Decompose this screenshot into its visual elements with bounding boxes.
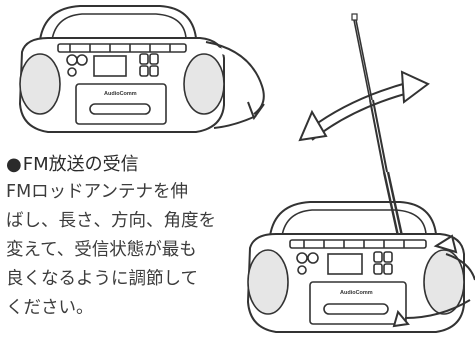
boombox-bottom: AudioComm (246, 201, 465, 333)
boombox-top: AudioComm (18, 5, 225, 133)
instruction-line: 良くなるように調節して (6, 269, 198, 289)
instruction-line: ばし、長さ、方向、角度を (6, 211, 216, 231)
instruction-text: FMロッドアンテナを伸 ばし、長さ、方向、角度を 変えて、受信状態が最も 良くな… (6, 178, 216, 323)
brand-label-bottom: AudioComm (340, 290, 373, 296)
bullet-icon: ● (6, 154, 22, 175)
brand-label-top: AudioComm (104, 91, 137, 97)
instruction-line: 変えて、受信状態が最も (6, 240, 197, 260)
antenna-swing-arrow (298, 70, 430, 142)
instruction-line: ください。 (6, 298, 94, 318)
instruction-line: FMロッドアンテナを伸 (6, 182, 188, 202)
fm-rod-antenna (351, 13, 404, 237)
rotate-arrow-bottom (392, 234, 475, 328)
rotate-arrow-top (205, 41, 265, 121)
section-heading: ●FM放送の受信 (6, 150, 139, 176)
rotate-arrow-tail-top (213, 115, 257, 129)
section-title: FM放送の受信 (22, 154, 139, 175)
